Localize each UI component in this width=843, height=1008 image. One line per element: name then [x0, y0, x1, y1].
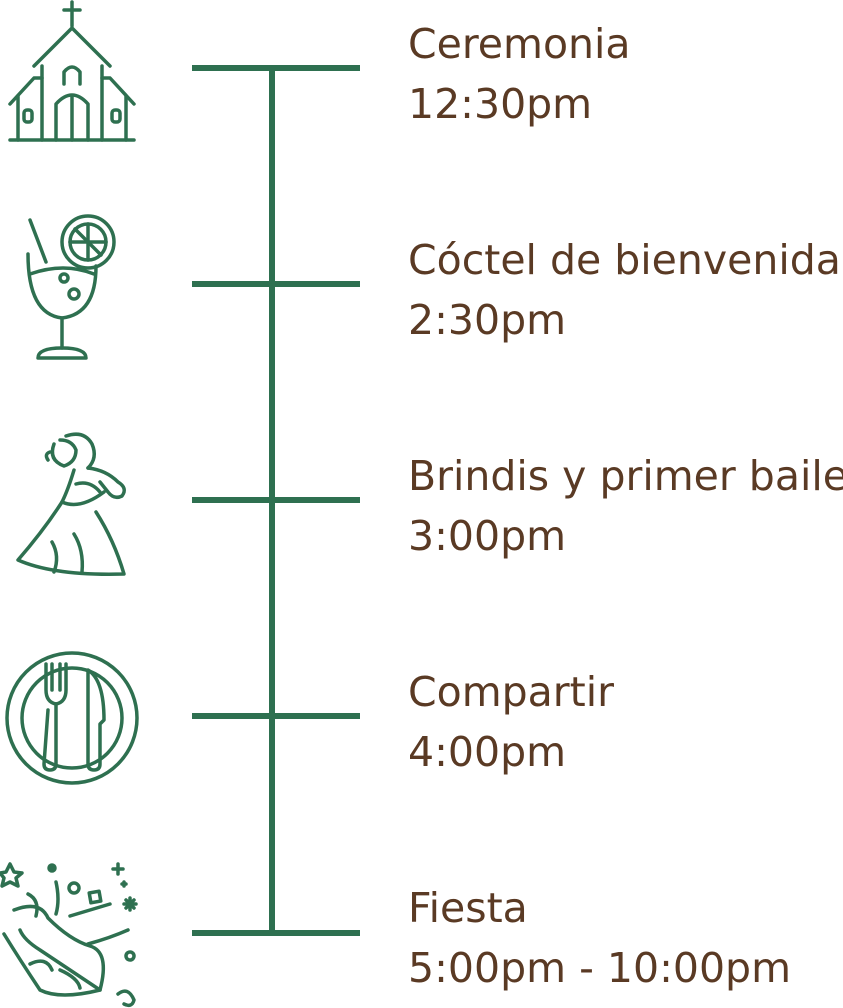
event-label: Cóctel de bienvenida: [408, 236, 841, 284]
event-time: 2:30pm: [408, 296, 567, 344]
plate-cutlery-icon: [4, 650, 142, 788]
event-ceremonia: Ceremonia 12:30pm: [408, 14, 631, 134]
event-label: Brindis y primer baile: [408, 452, 843, 500]
event-time: 4:00pm: [408, 728, 567, 776]
event-label: Compartir: [408, 668, 614, 716]
event-label: Fiesta: [408, 884, 528, 932]
party-popper-icon: [0, 860, 150, 1008]
event-time: 3:00pm: [408, 512, 567, 560]
event-brindis: Brindis y primer baile 3:00pm: [408, 446, 843, 566]
church-icon: [8, 0, 138, 146]
event-coctel: Cóctel de bienvenida 2:30pm: [408, 230, 841, 350]
event-time: 12:30pm: [408, 80, 593, 128]
event-compartir: Compartir 4:00pm: [408, 662, 614, 782]
event-label: Ceremonia: [408, 20, 631, 68]
event-fiesta: Fiesta 5:00pm - 10:00pm: [408, 878, 791, 998]
dancing-couple-icon: [14, 430, 132, 580]
event-time: 5:00pm - 10:00pm: [408, 944, 792, 992]
cocktail-icon: [24, 214, 120, 362]
